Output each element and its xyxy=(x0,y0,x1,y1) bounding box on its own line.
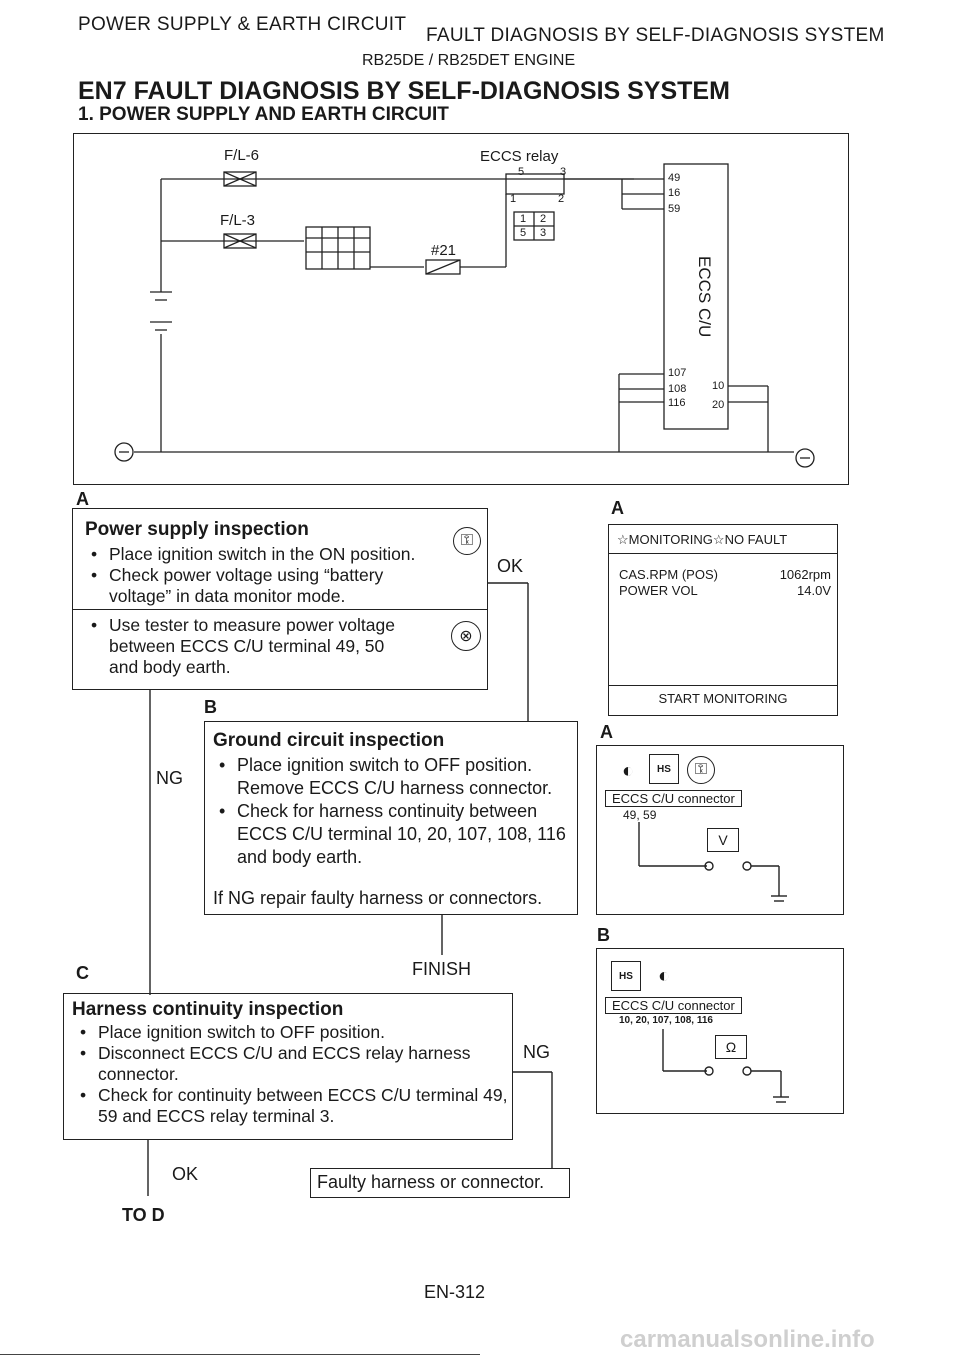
power-supply-box: Power supply inspection Place ignition s… xyxy=(72,508,488,690)
tester-disconnect-icon: ⊗ xyxy=(451,621,481,651)
tester-a-pins: 49, 59 xyxy=(623,808,657,822)
tester-b-pins: 10, 20, 107, 108, 116 xyxy=(619,1015,713,1026)
ground-note: If NG repair faulty harness or connector… xyxy=(213,888,543,908)
harness-side-icon: HS xyxy=(649,754,679,784)
relay-pin-3: 3 xyxy=(560,166,567,178)
harness-item-1: Place ignition switch to OFF position. xyxy=(80,1022,512,1043)
flow-label-b: B xyxy=(204,697,217,717)
section-title: EN7 FAULT DIAGNOSIS BY SELF-DIAGNOSIS SY… xyxy=(78,77,730,105)
harness-item-3: Check for continuity between ECCS C/U te… xyxy=(80,1085,512,1127)
harness-continuity-box: Harness continuity inspection Place igni… xyxy=(63,993,513,1140)
harness-side-icon-b: HS xyxy=(611,961,641,991)
monitor-row-1-value: 1062rpm xyxy=(779,567,831,582)
ground-title: Ground circuit inspection xyxy=(213,730,445,751)
ignition-key-icon: ⚿ xyxy=(453,527,481,555)
cu-label: ECCS C/U xyxy=(695,256,714,338)
tester-b-wires xyxy=(662,1029,789,1103)
relay-conn-3: 3 xyxy=(540,227,547,239)
faulty-box: Faulty harness or connector. xyxy=(310,1168,570,1198)
start-monitoring-button[interactable]: START MONITORING xyxy=(658,691,788,706)
connector-icon: ◐ xyxy=(621,759,635,782)
ohmmeter-display: Ω xyxy=(715,1035,747,1059)
connector-icon-b: ◐ xyxy=(657,964,671,987)
ok-label-2: OK xyxy=(172,1164,199,1184)
watermark: carmanualsonline.info xyxy=(620,1326,875,1353)
tester-b-panel: HS ◐ ECCS C/U connector 10, 20, 107, 108… xyxy=(596,948,844,1114)
monitor-screen: ☆MONITORING☆NO FAULT CAS.RPM (POS) 1062r… xyxy=(608,524,838,716)
header-right: FAULT DIAGNOSIS BY SELF-DIAGNOSIS SYSTEM xyxy=(426,25,885,46)
wiring-schematic: F/L-6 F/L-3 ECCS relay 5 3 1 2 1 2 5 3 #… xyxy=(73,133,849,485)
cu-pin-59: 59 xyxy=(668,203,681,215)
monitor-label: A xyxy=(611,498,624,518)
ground-circuit-box: Ground circuit inspection Place ignition… xyxy=(204,721,578,915)
relay-conn-1: 1 xyxy=(520,213,527,225)
ng-label-1: NG xyxy=(156,768,183,788)
fl3-label: F/L-3 xyxy=(220,212,256,229)
cu-pin-49: 49 xyxy=(668,172,681,184)
cu-pin-108: 108 xyxy=(668,383,687,395)
flow-label-a: A xyxy=(76,489,89,509)
monitor-row-2-name: POWER VOL xyxy=(619,583,698,598)
ng-label-2: NG xyxy=(523,1042,550,1062)
tester-b-connector: ECCS C/U connector xyxy=(605,997,742,1014)
header-left: POWER SUPPLY & EARTH CIRCUIT xyxy=(78,14,407,35)
cu-pin-20: 20 xyxy=(712,399,725,411)
relay-conn-2: 2 xyxy=(540,213,547,225)
harness-title: Harness continuity inspection xyxy=(72,999,344,1020)
footer-rule xyxy=(0,1354,480,1355)
section-subtitle: 1. POWER SUPPLY AND EARTH CIRCUIT xyxy=(78,104,449,125)
to-d-label: TO D xyxy=(122,1205,165,1225)
tester-b-label: B xyxy=(597,925,610,945)
tester-a-wires xyxy=(638,822,787,902)
relay-pin-2: 2 xyxy=(558,193,565,205)
monitor-row-1-name: CAS.RPM (POS) xyxy=(619,567,718,582)
harness-item-2: Disconnect ECCS C/U and ECCS relay harne… xyxy=(80,1043,512,1085)
relay-pin-1: 1 xyxy=(510,193,517,205)
fuse21-label: #21 xyxy=(431,242,457,259)
power-item-1: Place ignition switch in the ON position… xyxy=(91,544,443,565)
schematic-lines xyxy=(114,163,815,468)
header-engine: RB25DE / RB25DET ENGINE xyxy=(362,52,576,69)
relay-label: ECCS relay xyxy=(480,148,559,165)
power-title: Power supply inspection xyxy=(85,519,309,540)
tester-a-connector: ECCS C/U connector xyxy=(605,790,742,807)
ok-label-1: OK xyxy=(497,556,524,576)
ignition-off-icon: ⚿ xyxy=(687,756,715,784)
voltmeter-display: V xyxy=(707,828,739,852)
tester-a-label: A xyxy=(600,722,613,742)
fl6-label: F/L-6 xyxy=(224,147,260,164)
relay-conn-5: 5 xyxy=(520,227,527,239)
finish-label: FINISH xyxy=(412,959,472,979)
cu-pin-16: 16 xyxy=(668,187,681,199)
monitor-row-2-value: 14.0V xyxy=(797,583,831,598)
ground-item-1: Place ignition switch to OFF position. R… xyxy=(219,754,567,800)
relay-pin-5: 5 xyxy=(518,166,525,178)
ground-item-2: Check for harness continuity between ECC… xyxy=(219,800,567,869)
monitor-header: ☆MONITORING☆NO FAULT xyxy=(617,532,788,547)
flow-label-c: C xyxy=(76,963,89,983)
tester-item: Use tester to measure power voltage betw… xyxy=(91,615,413,678)
power-item-2: Check power voltage using “battery volta… xyxy=(91,565,443,607)
cu-pin-10: 10 xyxy=(712,380,725,392)
page-number: EN-312 xyxy=(424,1282,486,1302)
cu-pin-107: 107 xyxy=(668,367,687,379)
tester-a-panel: ◐ HS ⚿ ECCS C/U connector 49, 59 V xyxy=(596,745,844,915)
cu-pin-116: 116 xyxy=(668,397,686,409)
